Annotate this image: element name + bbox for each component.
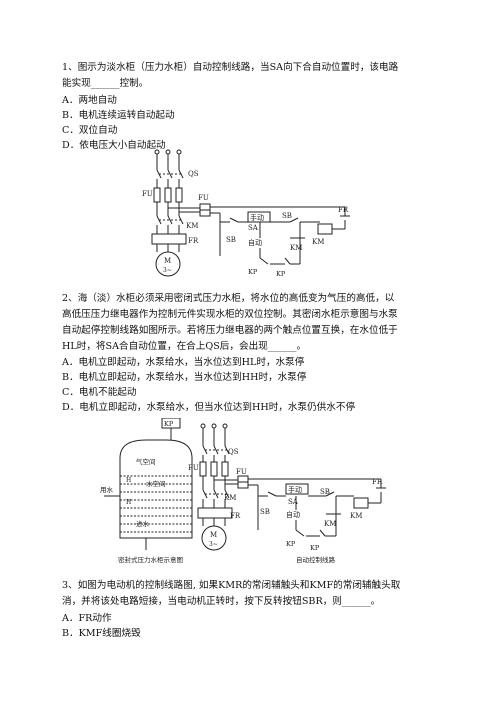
fig2-km-coil-label: KM: [350, 512, 362, 520]
question-2-option-a: A．电机立即起动，水泵给水，当水位达到HL时，水泵停: [62, 357, 305, 368]
question-2-line-4: HL时，将SA合自动位置，在合上QS后，会出现______。: [62, 341, 307, 352]
fig2-qs-label: QS: [228, 448, 239, 456]
fig2-motor-label: M: [210, 531, 217, 539]
fig2-sb2-label: SB: [320, 488, 330, 496]
fig2-km-main-label: KM: [224, 494, 236, 502]
fig2-motor-type: 3~: [209, 541, 218, 548]
fig2-auto-label: 自动: [286, 510, 300, 519]
question-2-line-3: 自动起停控制线路如图所示。若将压力继电器的两个触点位置互换，在水位低于: [62, 325, 398, 336]
fig2-kp-label: KP: [164, 420, 174, 428]
fig1-fr-ctrl-label: FR: [338, 206, 349, 214]
question-3-option-a: A．FR动作: [62, 613, 112, 624]
question-1-option-b: B．电机连续运转自动起动: [62, 110, 175, 121]
question-2-option-c: C．电机不能起动: [62, 387, 137, 398]
fig2-caption-right: 自动控制线路: [296, 555, 336, 564]
question-1-line-1: 1、图示为淡水柜（压力水柜）自动控制线路，当SA向下合自动位置时，该电路: [62, 62, 399, 73]
fig1-fu2-label: FU: [198, 194, 209, 202]
fig1-qs-label: QS: [188, 170, 199, 178]
fig2-fr-ctrl-label: FR: [372, 478, 383, 486]
fig1-km-aux-label: KM: [290, 244, 302, 252]
fig2-sa-label: SA: [288, 498, 299, 506]
question-1-option-c: C．双位自动: [62, 125, 118, 136]
fig2-water-label: 水空间: [146, 479, 166, 488]
question-1-stem: 1、图示为淡水柜（压力水柜）自动控制线路，当SA向下合自动位置时，该电路 能实现…: [62, 60, 444, 92]
fig2-km-aux-label: KM: [324, 520, 336, 528]
question-2-line-1: 2、海（淡）水柜必须采用密闭式压力水柜，将水位的高低变为气压的高低，以: [62, 293, 395, 304]
fig2-kp1-label: KP: [286, 540, 296, 548]
question-3-line-1: 3、如图为电动机的控制线路图, 如果KMR的常闭辅触头和KMF的常闭辅触头取: [62, 580, 401, 591]
fig1-km-main-label: KM: [186, 222, 198, 230]
figure-2-tank-and-circuit: KP 气空间 水空间 H H 用水 进水 QS FU KM FR: [100, 418, 386, 564]
question-2-stem: 2、海（淡）水柜必须采用密闭式压力水柜，将水位的高低变为气压的高低，以 高低压压…: [62, 291, 444, 355]
question-3-option-b: B．KMF线圈烧毁: [62, 628, 141, 639]
fig2-fu1-label: FU: [188, 464, 199, 472]
fig1-sa-label: SA: [248, 224, 259, 232]
fig2-fu2-label: FU: [236, 468, 247, 476]
fig2-sb1-label: SB: [260, 508, 270, 516]
fig1-kp2-label: KP: [276, 270, 286, 278]
fig2-use-water-label: 用水: [100, 485, 114, 494]
question-3-stem: 3、如图为电动机的控制线路图, 如果KMR的常闭辅触头和KMF的常闭辅触头取 消…: [62, 578, 444, 610]
figure-1-control-circuit: QS FU KM FR M 3~ FU SB SA 手动: [142, 149, 350, 278]
question-1-line-2: 能实现______控制。: [62, 78, 149, 89]
fig1-manual-label: 手动: [250, 213, 264, 222]
question-1-option-a: A．两地自动: [62, 95, 117, 106]
fig2-fr-main-label: FR: [230, 512, 241, 520]
fig1-km-coil-label: KM: [312, 238, 324, 246]
fig1-auto-label: 自动: [248, 238, 262, 247]
fig1-kp1-label: KP: [248, 268, 258, 276]
question-1-option-d: D．依电压大小自动起动: [62, 140, 166, 151]
fig1-sb2-label: SB: [282, 212, 292, 220]
fig1-sb1-label: SB: [226, 236, 236, 244]
question-2-line-2: 高低压压力继电器作为控制元件实现水柜的双位控制。其密闭水柜示意图与水泵: [62, 309, 398, 320]
fig2-manual-label: 手动: [288, 485, 302, 494]
question-2-option-b: B．电机立即起动，水泵给水，当水位达到HH时，水泵停: [62, 372, 307, 383]
fig1-motor-label: M: [164, 257, 171, 265]
fig2-hh-label: H: [126, 477, 131, 484]
fig2-caption-left: 密封式压力水柜示意图: [118, 555, 183, 564]
question-2-option-d: D．电机立即起动，水泵给水，但当水位达到HH时，水泵仍供水不停: [62, 402, 356, 413]
fig2-kp2-label: KP: [310, 544, 320, 552]
fig2-inlet-label: 进水: [136, 519, 150, 528]
question-3-line-2: 消，并将该处电路短接，当电动机正转时，按下反转按钮SBR，则______。: [62, 596, 381, 607]
fig1-fu1-label: FU: [142, 190, 153, 198]
fig2-air-label: 气空间: [136, 457, 156, 466]
fig1-fr-main-label: FR: [188, 237, 199, 245]
fig2-hl-label: H: [126, 499, 131, 506]
fig1-motor-type: 3~: [163, 267, 172, 274]
